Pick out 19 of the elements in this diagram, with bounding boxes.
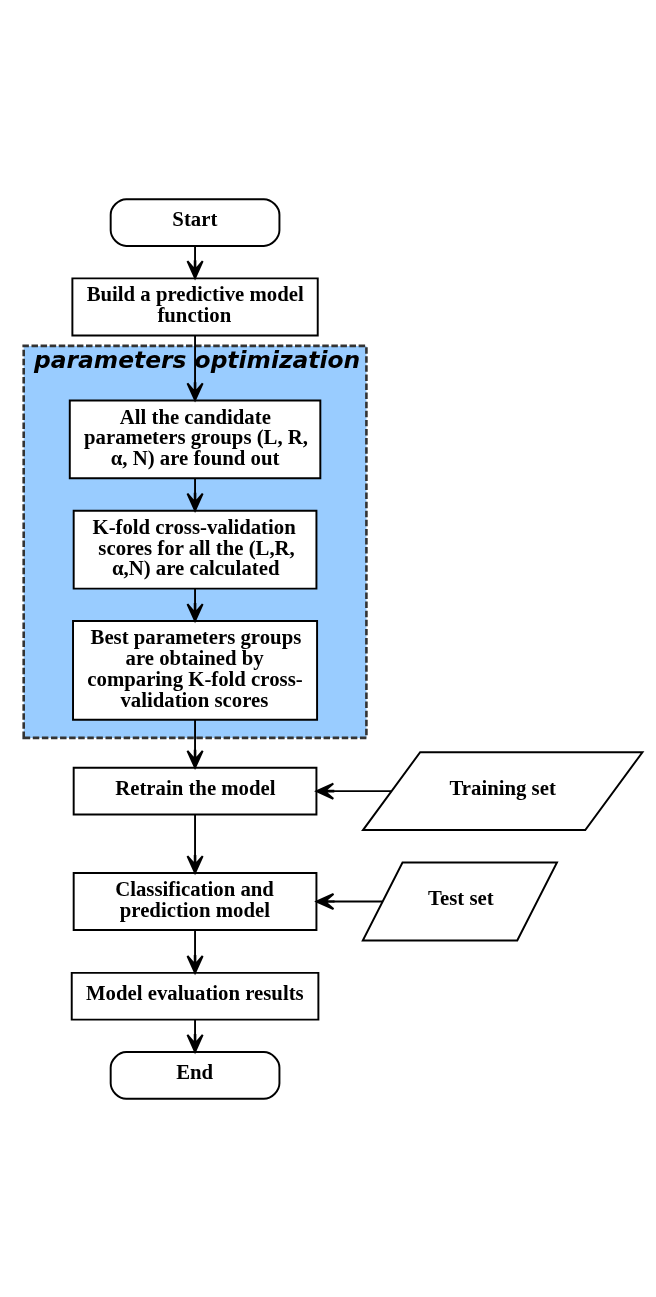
node-box: Retrain the model — [72, 766, 318, 815]
arrow — [186, 928, 204, 974]
arrow — [186, 587, 204, 622]
arrow — [186, 244, 204, 279]
arrow — [186, 813, 204, 874]
arrow — [186, 718, 204, 769]
node-box: Model evaluation results — [70, 971, 320, 1021]
node-box: K-fold cross-validation scores for all the (L,R, α,N) are calculated — [72, 509, 318, 590]
node-box: Start — [109, 197, 281, 247]
node-box: Build a predictive model function — [71, 276, 319, 336]
arrow — [315, 892, 384, 910]
arrow — [315, 782, 393, 800]
arrow — [186, 334, 204, 401]
node-box: End — [109, 1050, 281, 1100]
node-box: All the candidate parameters groups (L, R, α, N) are found out — [68, 398, 322, 479]
node-box: Best parameters groups are obtained by comparing K-fold cross-validation scores — [72, 619, 319, 721]
arrow — [186, 476, 204, 512]
node-box: Classification and prediction model — [72, 871, 318, 931]
arrow — [186, 1018, 204, 1053]
